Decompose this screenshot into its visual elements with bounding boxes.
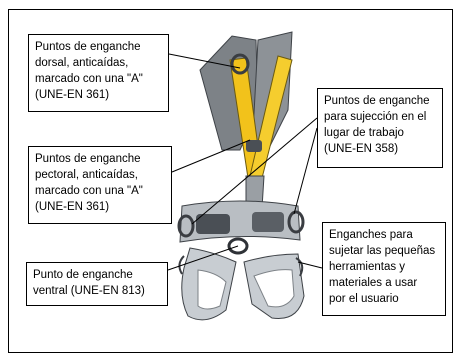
pectoral-buckle (246, 140, 262, 152)
callout-herramientas: Enganches para sujetar las pequeñas herr… (322, 222, 446, 316)
leg-loop-inner-left (197, 269, 227, 310)
leader-herramientas (297, 261, 323, 269)
leg-loop-inner-right (253, 269, 295, 308)
dorsal-attachment-ring (230, 53, 250, 75)
gear-loop-left (178, 255, 185, 275)
gear-loop (295, 257, 304, 277)
callout-dorsal: Puntos de enganche dorsal, anticaídas, m… (28, 34, 169, 112)
leader-dorsal (168, 53, 241, 69)
callout-sujecion: Puntos de enganche para sujección en el … (317, 88, 443, 168)
ventral-attachment-ring (227, 237, 249, 255)
side-attachment-ring-right (287, 210, 305, 234)
leader-sujecion-a (191, 117, 318, 225)
leader-ventral (167, 245, 239, 271)
leader-pectoral (171, 139, 251, 173)
callout-pectoral: Puntos de enganche pectoral, anticaídas,… (28, 146, 172, 224)
waist-pad-right (252, 212, 284, 232)
side-attachment-ring-left (177, 214, 195, 238)
leader-sujecion-b (293, 127, 318, 215)
waist-pad-left (196, 214, 230, 234)
callout-ventral: Punto de enganche ventral (UNE-EN 813) (26, 262, 168, 306)
